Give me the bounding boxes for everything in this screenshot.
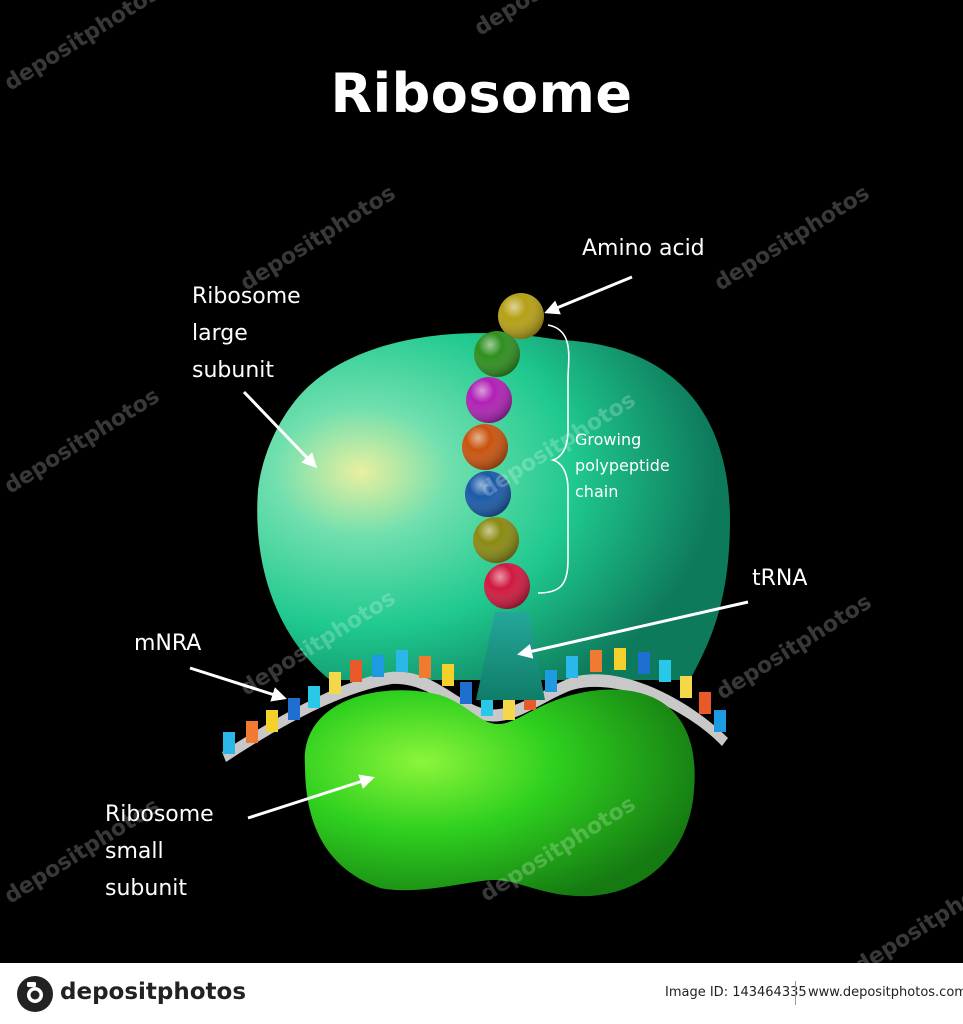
- codon-bar: [590, 650, 602, 672]
- amino-acid-arrow: [544, 275, 633, 315]
- polypeptide-chain: [462, 293, 544, 609]
- label-amino-acid: Amino acid: [582, 236, 705, 261]
- codon-bar: [396, 650, 408, 672]
- small-subunit: [304, 689, 695, 897]
- diagram-title: Ribosome: [330, 62, 633, 125]
- label-polypeptide-chain: Growing polypeptide chain: [575, 430, 670, 501]
- footer-url[interactable]: www.depositphotos.com: [808, 985, 963, 1000]
- codon-bar: [350, 660, 362, 682]
- footer-logo[interactable]: depositphotos: [60, 979, 247, 1005]
- ribosome-diagram: [189, 275, 749, 897]
- codon-bar: [714, 710, 726, 732]
- small-subunit-arrow: [247, 774, 375, 820]
- diagram-canvas: Ribosome Ribosome large subunit Amino ac…: [0, 0, 963, 963]
- amino-acid-bead-shading: [474, 331, 520, 377]
- codon-bar: [246, 721, 258, 743]
- large-subunit-arrow: [242, 390, 318, 469]
- codon-bar: [503, 698, 515, 720]
- label-trna: tRNA: [752, 566, 808, 591]
- codon-bar: [419, 656, 431, 678]
- amino-acid-bead-shading: [473, 517, 519, 563]
- codon-bar: [223, 732, 235, 754]
- codon-bar: [308, 686, 320, 708]
- footer-image-id: Image ID: 143464335: [665, 985, 807, 1000]
- footer-bar: depositphotos Image ID: 143464335 www.de…: [0, 963, 963, 1024]
- codon-bar: [442, 664, 454, 686]
- codon-bar: [699, 692, 711, 714]
- codon-bar: [460, 682, 472, 704]
- chain-brace: [537, 324, 570, 594]
- label-mrna: mNRA: [134, 631, 202, 656]
- codon-bar: [638, 652, 650, 674]
- codon-bar: [329, 672, 341, 694]
- amino-acid-bead-shading: [465, 471, 511, 517]
- codon-bar: [566, 656, 578, 678]
- amino-acid-bead-shading: [462, 424, 508, 470]
- amino-acid-bead-shading: [498, 293, 544, 339]
- codon-bar: [288, 698, 300, 720]
- mrna-arrow: [189, 666, 287, 702]
- footer-divider: [795, 981, 796, 1005]
- codon-bar: [266, 710, 278, 732]
- codon-bar: [372, 655, 384, 677]
- amino-acid-bead-shading: [484, 563, 530, 609]
- label-small-subunit: Ribosome small subunit: [105, 802, 214, 901]
- trna-shape: [476, 612, 545, 700]
- trna-arrow: [517, 600, 749, 659]
- amino-acid-bead-shading: [466, 377, 512, 423]
- label-large-subunit: Ribosome large subunit: [192, 284, 301, 383]
- codon-bar: [659, 660, 671, 682]
- codon-bar: [680, 676, 692, 698]
- codon-bar: [614, 648, 626, 670]
- camera-icon: [17, 976, 53, 1012]
- codon-bar: [545, 670, 557, 692]
